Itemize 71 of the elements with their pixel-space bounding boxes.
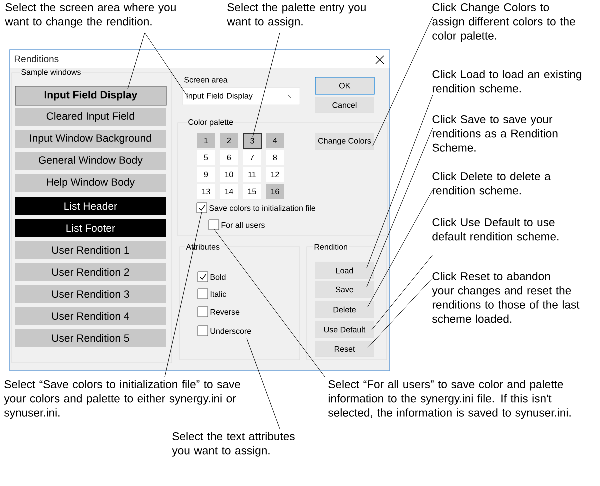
node-label: For all users [222,222,265,228]
sample-window-button: User Rendition 2 [15,263,166,282]
leader-line [372,16,434,146]
group-label: Rendition [313,243,349,251]
palette-cell: 3 [243,133,262,149]
sample-window-button: List Footer [15,219,166,238]
palette-cell: 1 [197,133,216,148]
leader-line [246,338,280,430]
leader-line [144,32,188,98]
leader-line [368,190,434,308]
leader-line [252,32,280,138]
leader-line [368,278,434,348]
checkbox: Reverse [198,306,240,318]
sample-window-button: List Header [15,197,166,216]
leader-line [164,212,202,378]
callout-text: Click Use Default to use default rendition scheme. [432,218,559,241]
palette-cell: 14 [220,184,238,200]
button: Cancel [315,97,374,114]
leader-line [366,128,434,288]
button: Delete [315,301,374,318]
button: Use Default [315,321,374,338]
node-label: Save colors to initialization file [210,205,316,212]
palette-cell: 15 [243,184,262,200]
callout-text: Select the text attributes you want to assign. [172,432,295,457]
sample-window-button: General Window Body [15,152,166,170]
palette-cell: 16 [266,184,284,200]
checkbox: Italic [198,288,226,300]
leader-line [128,32,146,90]
sample-window-button: Help Window Body [15,174,166,192]
palette-cell: 11 [243,167,262,182]
leader-line [366,94,434,268]
button: Reset [315,341,374,358]
callout-text: Click Save to save your renditions as a Rendition Scheme. [432,115,558,152]
leader-line [372,254,434,330]
leader-line [214,228,326,378]
sample-window-button: User Rendition 3 [15,285,166,304]
sample-window-button: User Rendition 5 [15,329,166,348]
callout-text: Select “For all users” to save color and palette information to the synergy.ini file. If this isn't selected, the information is saved to synuser.ini. [328,380,571,420]
palette-cell: 5 [197,150,216,166]
field-label: Screen area [184,77,228,83]
ok-button: OK [315,77,375,95]
sample-window-button: Input Field Display [15,86,167,106]
palette-cell: 12 [266,167,284,182]
palette-cell: 8 [266,150,284,166]
checkbox: Underscore [198,326,252,336]
dropdown-field: Input Field Display [183,88,300,106]
window-title: Renditions [15,56,59,62]
button: Change Colors [315,133,374,150]
checkbox: Save colors to initialization file [196,202,316,214]
sample-window-button: User Rendition 4 [15,307,166,326]
callout-text: Select the screen area where you want to change the rendition. [5,3,176,28]
palette-cell: 10 [220,167,238,182]
callout-text: Click Change Colors to assign different colors to the color palette. [432,3,576,42]
checkbox: For all users [208,220,265,230]
palette-cell: 6 [220,150,238,166]
button: Save [315,281,374,298]
palette-cell: 4 [266,133,284,148]
palette-cell: 2 [220,133,238,148]
callout-text: Select the palette entry you want to assign. [227,3,366,28]
palette-cell: 7 [243,150,262,166]
callout-text: Select “Save colors to initialization file” to save your colors and palette to either synergy.ini or synuser.ini. [4,380,240,420]
sample-window-button: User Rendition 1 [15,241,166,260]
button: Load [315,262,374,280]
checkbox: Bold [198,272,226,282]
callout-text: Click Reset to abandon your changes and reset the renditions to those of the last scheme loaded. [432,272,580,324]
callout-text: Click Delete to delete a rendition scheme. [432,172,551,195]
sample-window-button: Cleared Input Field [15,108,166,126]
sample-window-button: Input Window Background [15,130,166,148]
callout-text: Click Load to load an existing rendition scheme. [432,70,582,93]
palette-cell: 9 [197,167,216,182]
palette-cell: 13 [197,184,216,200]
